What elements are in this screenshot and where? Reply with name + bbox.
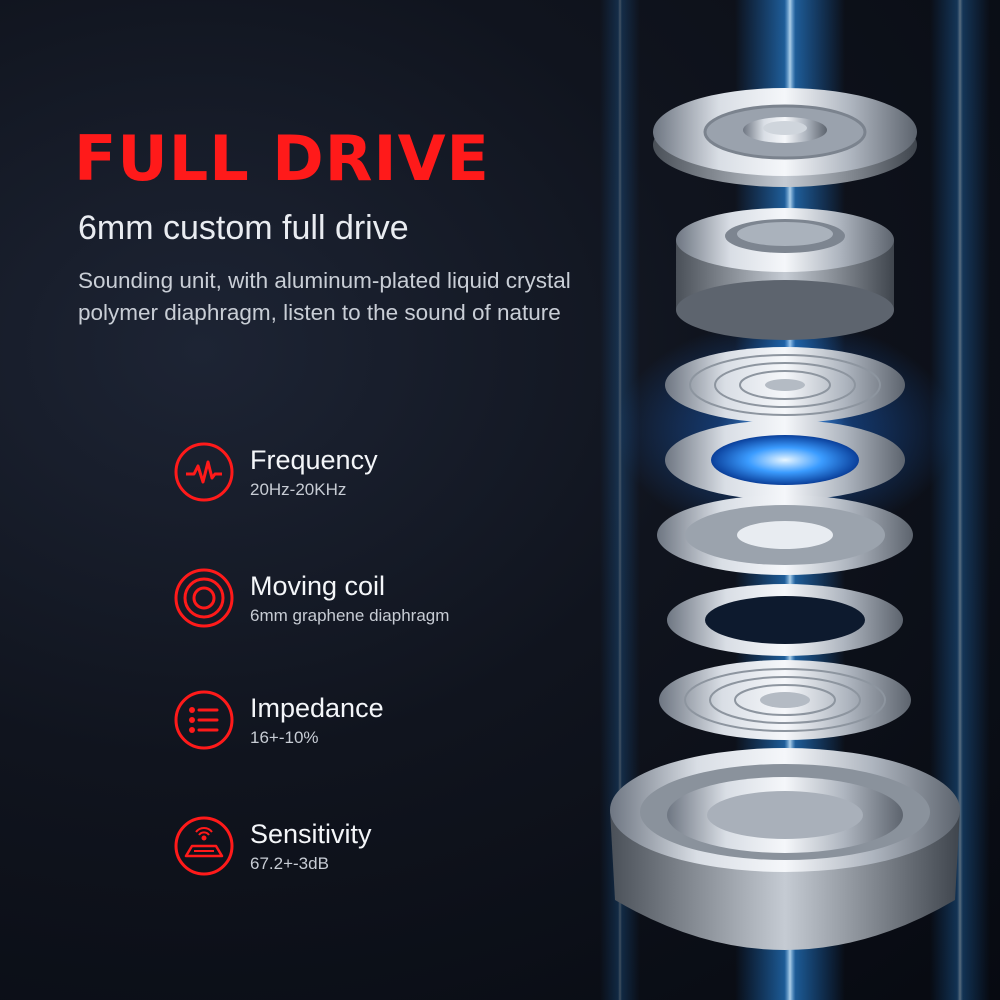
spec-item-moving-coil: Moving coil 6mm graphene diaphragm: [172, 566, 552, 636]
driver-magnet: [676, 208, 894, 340]
spec-item-impedance: Impedance 16+-10%: [172, 688, 552, 758]
spec-value: 6mm graphene diaphragm: [250, 606, 450, 625]
concentric-circles-icon: [172, 566, 236, 630]
spec-title: Moving coil: [250, 571, 386, 601]
driver-exploded-illustration: [610, 88, 960, 950]
driver-top-cap: [653, 88, 917, 187]
spec-value: 67.2+-3dB: [250, 854, 329, 873]
spec-title: Impedance: [250, 693, 384, 723]
spec-value: 16+-10%: [250, 728, 319, 747]
spec-value: 20Hz-20KHz: [250, 480, 347, 499]
driver-diaphragm-bottom: [659, 660, 911, 740]
spec-item-frequency: Frequency 20Hz-20KHz: [172, 440, 552, 510]
driver-glow-ring: [665, 420, 905, 500]
spec-title: Frequency: [250, 445, 378, 475]
driver-housing-cup: [610, 748, 960, 950]
waveform-icon: [172, 440, 236, 504]
spec-title: Sensitivity: [250, 819, 372, 849]
list-icon: [172, 688, 236, 752]
driver-diaphragm-top: [665, 347, 905, 423]
driver-washer-ring: [667, 584, 903, 656]
driver-spoke-diaphragm: [657, 495, 913, 575]
subtitle: 6mm custom full drive: [78, 209, 409, 247]
page-title: FULL DRIVE: [74, 122, 490, 195]
sound-pad-icon: [172, 814, 236, 878]
description: Sounding unit, with aluminum-plated liqu…: [78, 268, 571, 325]
spec-item-sensitivity: Sensitivity 67.2+-3dB: [172, 814, 552, 884]
